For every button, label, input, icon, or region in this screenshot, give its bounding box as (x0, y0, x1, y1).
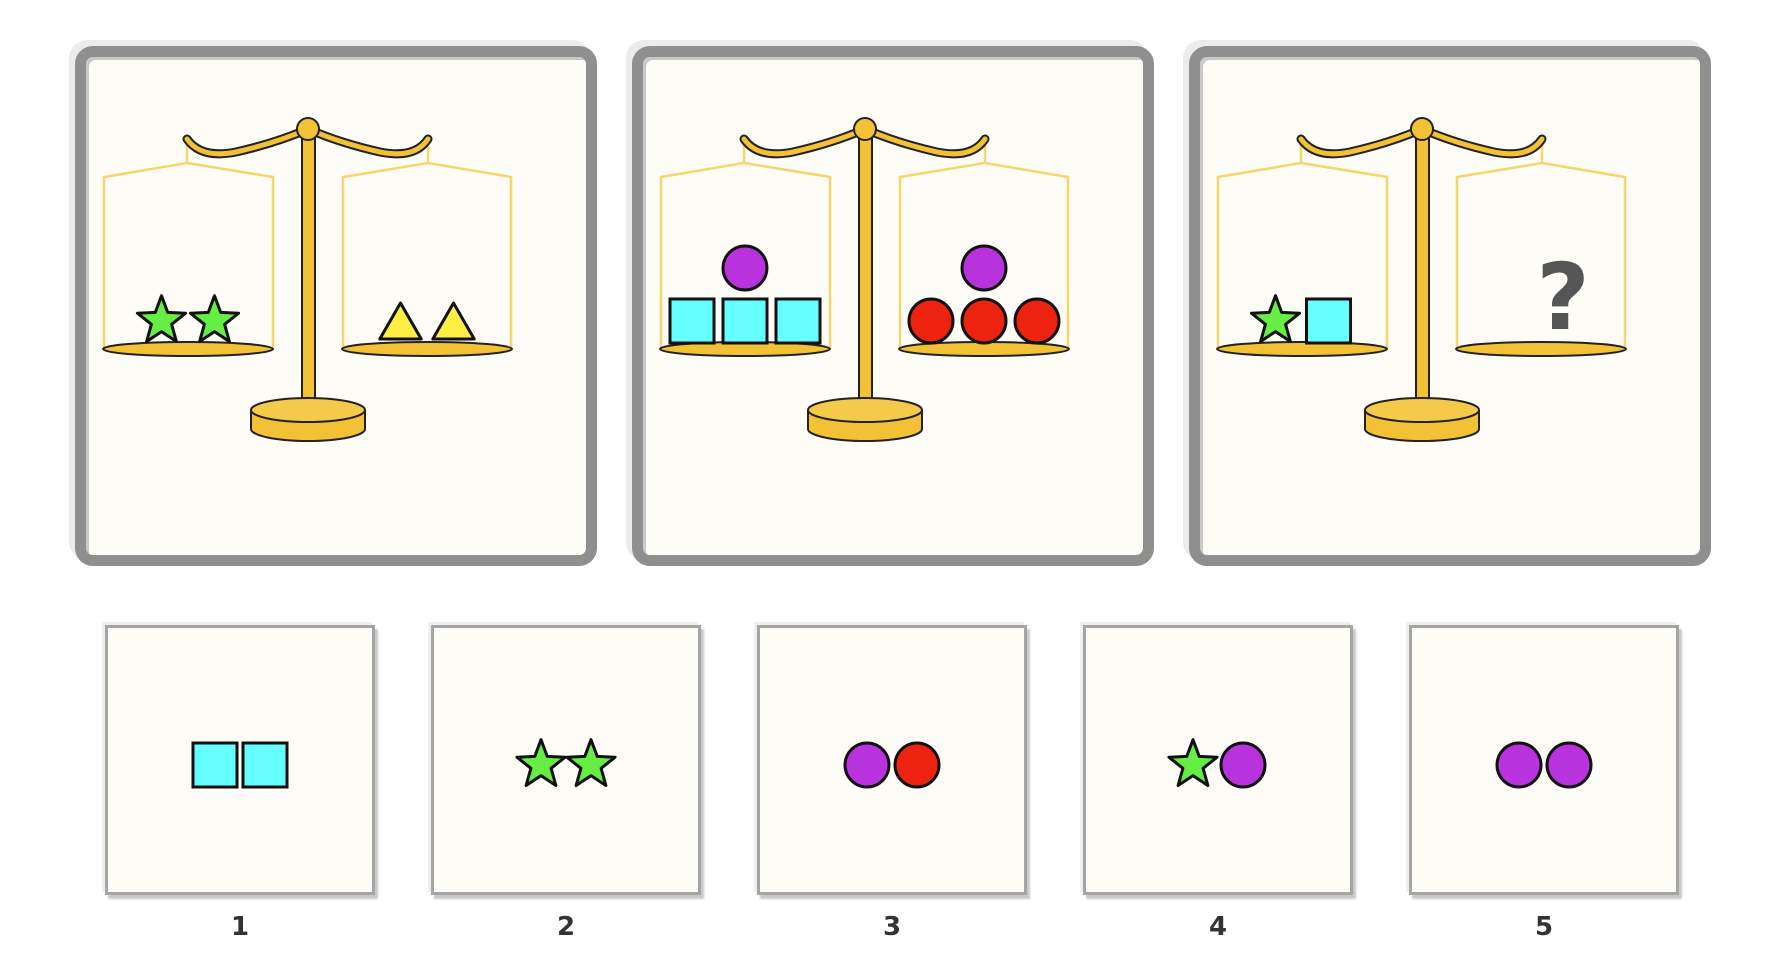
choice-items (1167, 738, 1267, 789)
scale-panel-2 (632, 46, 1154, 566)
scale-panel-3: ? (1189, 46, 1711, 566)
square-icon (668, 297, 716, 345)
balance-scale-1 (102, 117, 513, 442)
star-icon (1167, 738, 1219, 787)
square-icon (774, 297, 822, 345)
choice-label-1: 1 (230, 912, 250, 942)
purple-circle-icon (721, 244, 769, 292)
question-mark: ? (1536, 244, 1589, 351)
choice-option-3[interactable] (757, 625, 1027, 895)
red-circle-icon (893, 741, 941, 789)
choice-label-3: 3 (882, 912, 902, 942)
left-pan-items (668, 244, 822, 345)
choice-items (515, 738, 617, 787)
choice-option-2[interactable] (431, 625, 701, 895)
left-pan-items (135, 294, 241, 343)
balance-scale-2 (659, 117, 1070, 442)
star-icon (1249, 294, 1302, 343)
star-icon (515, 738, 567, 787)
choice-4-items (1167, 738, 1267, 789)
balance-scale-icon (1216, 117, 1627, 442)
scale-panel-1 (75, 46, 597, 566)
triangle-icon (378, 301, 423, 341)
balance-scale-3: ? (1216, 117, 1627, 442)
triangle-icon (431, 301, 476, 341)
left-pan-items (1249, 294, 1352, 345)
choice-option-5[interactable] (1409, 625, 1679, 895)
square-icon (1305, 297, 1352, 345)
purple-circle-icon (1495, 741, 1543, 789)
star-icon (188, 294, 241, 343)
purple-circle-icon (1219, 741, 1267, 789)
purple-circle-icon (960, 244, 1008, 292)
right-pan-items (907, 244, 1061, 345)
choice-1-items (191, 741, 289, 789)
purple-circle-icon (1545, 741, 1593, 789)
star-icon (135, 294, 188, 343)
square-icon (241, 741, 289, 789)
right-pan-items (378, 301, 476, 341)
red-circle-icon (960, 297, 1008, 345)
choice-label-2: 2 (556, 912, 576, 942)
balance-scale-icon (659, 117, 1070, 442)
square-icon (721, 297, 769, 345)
star-icon (565, 738, 617, 787)
choice-items (191, 741, 289, 789)
purple-circle-icon (843, 741, 891, 789)
choice-label-5: 5 (1534, 912, 1554, 942)
balance-scale-icon (102, 117, 513, 442)
choice-items (843, 741, 941, 789)
red-circle-icon (1013, 297, 1061, 345)
choice-option-4[interactable] (1083, 625, 1353, 895)
choice-label-4: 4 (1208, 912, 1228, 942)
choice-items (1495, 741, 1593, 789)
choice-option-1[interactable] (105, 625, 375, 895)
choice-3-items (843, 741, 941, 789)
choice-5-items (1495, 741, 1593, 789)
red-circle-icon (907, 297, 955, 345)
choice-2-items (515, 738, 617, 787)
square-icon (191, 741, 239, 789)
